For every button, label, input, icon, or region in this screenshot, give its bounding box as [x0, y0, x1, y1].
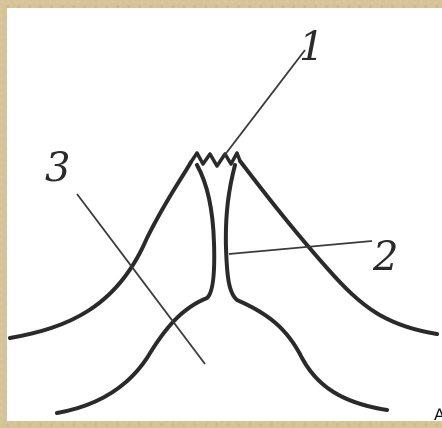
leader-line-1	[224, 50, 305, 156]
outer-left-contour	[10, 162, 191, 338]
paper-sheet: 1 2 3	[7, 8, 442, 421]
label-3: 3	[45, 145, 70, 191]
canal-right-wall	[226, 165, 387, 410]
leader-line-2	[229, 241, 372, 254]
canal-left-wall	[57, 165, 214, 413]
anatomy-sketch: 1 2 3	[7, 8, 442, 421]
corner-mark: A	[434, 405, 442, 424]
outer-right-contour	[240, 161, 437, 334]
leader-line-3	[77, 194, 205, 364]
label-2: 2	[372, 234, 398, 280]
label-1: 1	[299, 24, 324, 70]
